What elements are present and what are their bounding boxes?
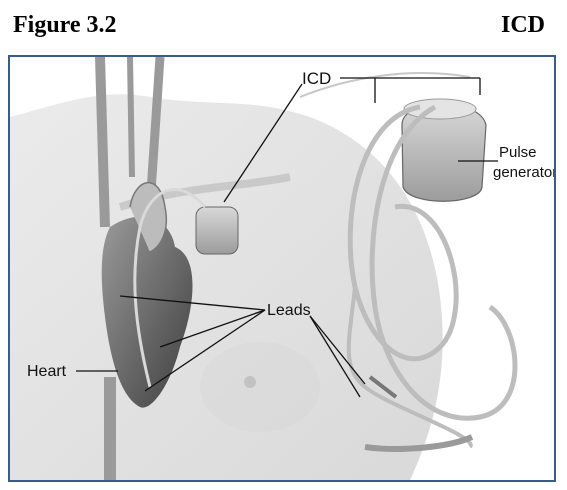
heart-label: Heart [27,363,67,380]
icd-illustration: ICD Pulse generator Leads Heart [10,57,554,480]
figure-frame: ICD Pulse generator Leads Heart [8,55,556,482]
icd-label: ICD [302,69,331,88]
torso-shape [10,73,470,480]
figure-topic: ICD [501,12,545,39]
figure-title: Figure 3.2 [13,12,117,39]
pulse-label-line1: Pulse [499,144,537,161]
icd-device [402,99,486,201]
leads-label: Leads [267,302,311,319]
pulse-label-line2: generator [493,164,554,181]
implanted-icd [196,207,238,254]
